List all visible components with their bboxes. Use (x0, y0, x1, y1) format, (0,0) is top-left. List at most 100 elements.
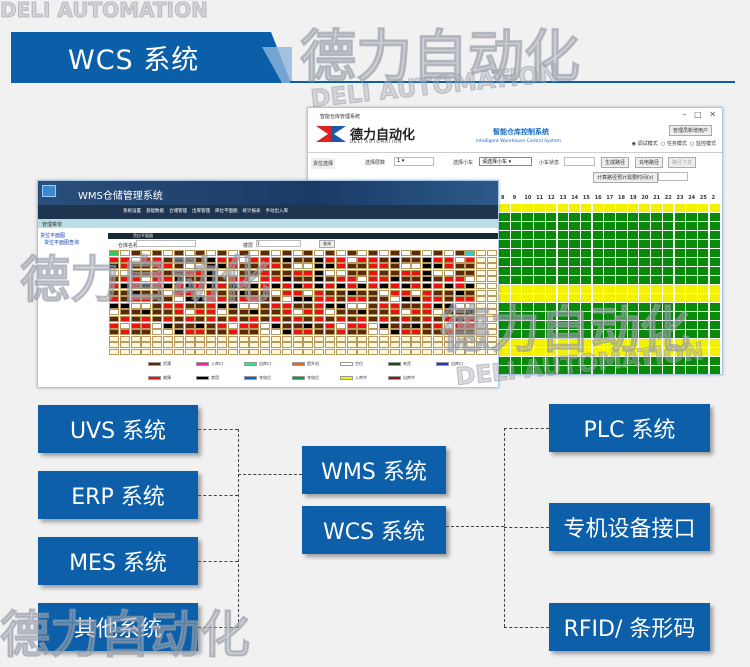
grid-cell[interactable] (639, 258, 650, 266)
slot-cell[interactable] (281, 329, 292, 336)
slot-cell[interactable] (443, 289, 454, 296)
grid-cell[interactable] (697, 222, 709, 230)
slot-cell[interactable] (379, 309, 389, 316)
grid-cell[interactable] (592, 330, 604, 338)
slot-cell[interactable] (195, 309, 206, 316)
slot-cell[interactable] (379, 329, 389, 336)
slot-cell[interactable] (443, 276, 454, 283)
slot-cell[interactable] (173, 276, 184, 283)
slot-cell[interactable] (368, 302, 379, 309)
slot-cell[interactable] (368, 283, 379, 289)
slot-cell[interactable] (400, 289, 411, 296)
slot-cell[interactable] (357, 329, 368, 336)
grid-cell[interactable] (651, 267, 662, 275)
slot-cell[interactable] (379, 256, 389, 263)
slot-cell[interactable] (227, 316, 238, 322)
grid-cell[interactable] (545, 294, 557, 302)
slot-cell[interactable] (281, 263, 292, 270)
slot-cell[interactable] (325, 322, 335, 329)
slot-cell[interactable] (476, 263, 487, 270)
grid-cell[interactable] (697, 213, 709, 221)
grid-cell[interactable] (580, 339, 592, 347)
slot-cell[interactable] (227, 256, 238, 263)
slot-cell[interactable] (379, 302, 389, 309)
grid-cell[interactable] (534, 330, 545, 338)
grid-cell[interactable] (499, 258, 510, 266)
slot-cell[interactable] (217, 316, 227, 322)
slot-cell[interactable] (271, 342, 281, 349)
slot-cell[interactable] (325, 309, 335, 316)
slot-cell[interactable] (476, 269, 487, 276)
slot-cell[interactable] (195, 289, 206, 296)
slot-cell[interactable] (271, 250, 281, 256)
slot-cell[interactable] (281, 256, 292, 263)
grid-cell[interactable] (522, 330, 533, 338)
grid-cell[interactable] (709, 222, 721, 230)
slot-cell[interactable] (443, 335, 454, 342)
grid-cell[interactable] (651, 249, 662, 257)
slot-cell[interactable] (411, 250, 422, 256)
grid-cell[interactable] (674, 303, 685, 311)
grid-cell[interactable] (499, 240, 510, 248)
slot-cell[interactable] (303, 250, 314, 256)
slot-cell[interactable] (357, 263, 368, 270)
grid-cell[interactable] (686, 366, 697, 374)
slot-cell[interactable] (487, 250, 497, 256)
grid-cell[interactable] (674, 357, 685, 365)
slot-cell[interactable] (314, 316, 325, 322)
slot-cell[interactable] (357, 269, 368, 276)
slot-cell[interactable] (422, 296, 433, 303)
grid-cell[interactable] (639, 321, 650, 329)
grid-cell[interactable] (686, 330, 697, 338)
grid-cell[interactable] (522, 222, 533, 230)
slot-cell[interactable] (292, 329, 303, 336)
slot-cell[interactable] (389, 342, 400, 349)
grid-cell[interactable] (569, 249, 580, 257)
slot-cell[interactable] (400, 283, 411, 289)
slot-cell[interactable] (335, 269, 346, 276)
grid-cell[interactable] (697, 258, 709, 266)
grid-cell[interactable] (592, 240, 604, 248)
slot-cell[interactable] (487, 329, 497, 336)
grid-cell[interactable] (569, 276, 580, 284)
grid-cell[interactable] (674, 258, 685, 266)
slot-cell[interactable] (303, 329, 314, 336)
slot-cell[interactable] (238, 309, 249, 316)
grid-cell[interactable] (604, 303, 615, 311)
menu-item[interactable]: 系统设置 (123, 209, 141, 214)
radio-monitor[interactable]: ○ 监控模式 (690, 141, 716, 147)
slot-cell[interactable] (195, 263, 206, 270)
grid-cell[interactable] (604, 258, 615, 266)
slot-cell[interactable] (271, 283, 281, 289)
grid-cell[interactable] (604, 294, 615, 302)
slot-cell[interactable] (335, 289, 346, 296)
grid-cell[interactable] (674, 312, 685, 320)
slot-cell[interactable] (433, 283, 443, 289)
slot-cell[interactable] (433, 316, 443, 322)
slot-cell[interactable] (443, 269, 454, 276)
grid-cell[interactable] (522, 285, 533, 293)
slot-cell[interactable] (227, 329, 238, 336)
slot-cell[interactable] (249, 263, 260, 270)
slot-cell[interactable] (400, 309, 411, 316)
slot-cell[interactable] (217, 335, 227, 342)
slot-cell[interactable] (476, 342, 487, 349)
slot-cell[interactable] (238, 283, 249, 289)
grid-cell[interactable] (709, 267, 721, 275)
slot-cell[interactable] (335, 335, 346, 342)
slot-cell[interactable] (260, 296, 271, 303)
slot-cell[interactable] (163, 276, 173, 283)
grid-cell[interactable] (639, 213, 650, 221)
tree-item[interactable]: 货位平面图 (40, 233, 66, 239)
slot-cell[interactable] (422, 342, 433, 349)
grid-cell[interactable] (616, 213, 627, 221)
slot-cell[interactable] (217, 329, 227, 336)
slot-cell[interactable] (152, 335, 163, 342)
slot-cell[interactable] (152, 263, 163, 270)
grid-cell[interactable] (639, 339, 650, 347)
slot-cell[interactable] (238, 256, 249, 263)
slot-cell[interactable] (389, 296, 400, 303)
slot-cell[interactable] (292, 256, 303, 263)
slot-cell[interactable] (368, 296, 379, 303)
slot-cell[interactable] (411, 276, 422, 283)
